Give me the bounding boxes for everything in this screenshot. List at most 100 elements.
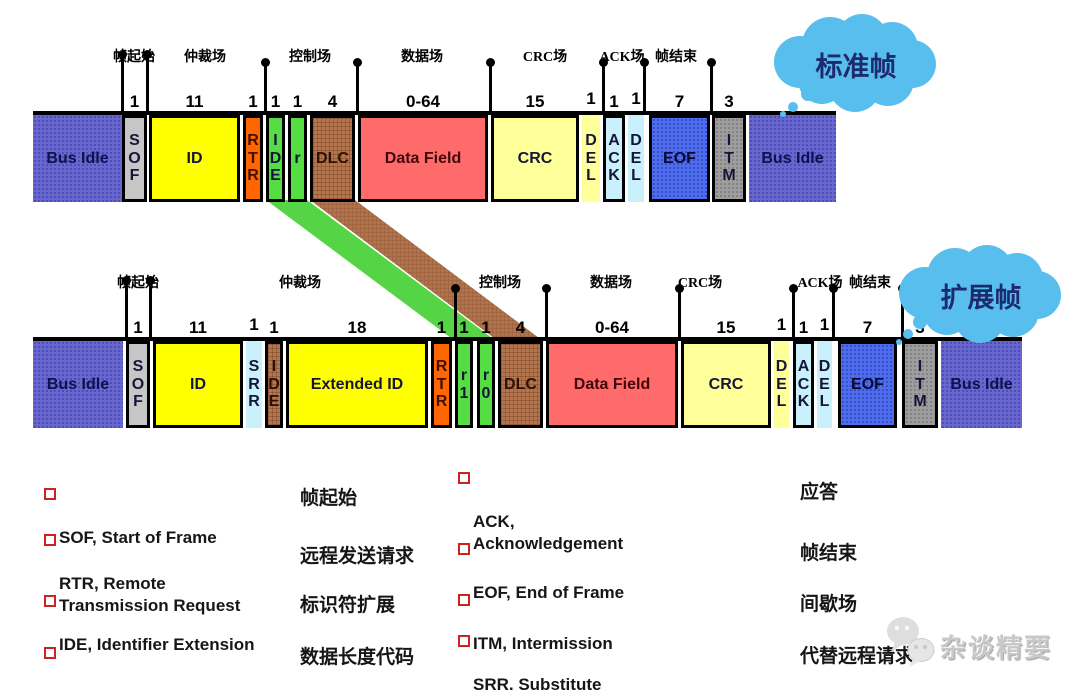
field-marker bbox=[640, 58, 649, 112]
segment-ide: 1 I D E bbox=[265, 318, 283, 428]
legend-en: SRR, Substitute Remote Request bbox=[473, 675, 602, 690]
segment-del: 1 D E L bbox=[774, 315, 789, 428]
segment-label: Data Field bbox=[384, 149, 462, 167]
bit-count: 1 bbox=[586, 89, 596, 108]
bullet-icon bbox=[44, 488, 56, 500]
field-marker bbox=[542, 284, 551, 338]
bit-count: 0-64 bbox=[405, 92, 441, 111]
segment-label: EOF bbox=[663, 149, 696, 167]
field-label: 仲裁场 bbox=[184, 50, 226, 65]
bit-count: 1 bbox=[270, 92, 281, 111]
bit-count: 0-64 bbox=[594, 318, 630, 337]
watermark-text: 杂谈精要 bbox=[940, 633, 1053, 663]
field-label: ACK场 bbox=[599, 50, 645, 65]
segment-dlc: 4 DLC bbox=[310, 92, 355, 202]
field-marker bbox=[675, 284, 684, 338]
bit-count: 1 bbox=[133, 318, 143, 337]
segment-label: D E L bbox=[775, 357, 788, 411]
legend-en: RTR, Remote Transmission Request bbox=[59, 574, 241, 615]
field-marker bbox=[143, 50, 152, 112]
segment-id: 11 ID bbox=[149, 92, 240, 202]
segment-label: D E L bbox=[818, 357, 831, 411]
legend-en: IDE, Identifier Extension bbox=[59, 635, 255, 654]
segment-sof: 1 S O F bbox=[126, 318, 150, 428]
segment-label: ID bbox=[186, 149, 203, 167]
field-marker bbox=[146, 276, 155, 338]
field-label: ACK场 bbox=[797, 276, 843, 291]
field-marker bbox=[829, 284, 838, 338]
segment-label: D E L bbox=[585, 131, 597, 185]
segment-label: I D E bbox=[268, 357, 280, 411]
standard-frame-topline bbox=[33, 111, 836, 115]
field-marker bbox=[789, 284, 798, 338]
bit-count: 1 bbox=[269, 318, 279, 337]
legend-en: EOF, End of Frame bbox=[473, 583, 625, 602]
bit-count: 18 bbox=[347, 318, 367, 337]
segment-label: r 0 bbox=[481, 366, 491, 402]
segment-del: 1 D E L bbox=[582, 89, 600, 202]
field-label: 帧起始 bbox=[113, 50, 155, 65]
segment-label: DLC bbox=[504, 375, 537, 393]
field-marker bbox=[122, 276, 131, 338]
field-label: 数据场 bbox=[590, 276, 632, 291]
extended-frame-topline bbox=[33, 337, 1022, 341]
legend-zh: 远程发送请求 bbox=[300, 546, 415, 567]
bit-count: 15 bbox=[716, 318, 736, 337]
bit-count: 7 bbox=[862, 318, 873, 337]
segment-label: I T M bbox=[913, 357, 927, 411]
segment-bus-idle-2: Bus Idle bbox=[749, 115, 836, 202]
legend-item-ide: IDE, Identifier Extension bbox=[44, 590, 339, 656]
standard-frame-cloud: 标准帧 bbox=[774, 14, 936, 117]
field-label: 数据场 bbox=[401, 50, 443, 65]
brown-band bbox=[310, 200, 543, 341]
segment-itm: 3 I T M bbox=[902, 318, 938, 428]
segment-label: R T R bbox=[247, 131, 259, 185]
green-band bbox=[266, 200, 496, 341]
segment-crc: 15 CRC bbox=[491, 92, 579, 202]
field-label: 仲裁场 bbox=[279, 276, 321, 291]
field-label: 控制场 bbox=[289, 50, 331, 65]
field-marker bbox=[451, 284, 460, 338]
legend-zh: 应答 bbox=[800, 482, 839, 503]
bit-count: 3 bbox=[724, 92, 734, 111]
extended-frame-cloud: 扩展帧 bbox=[896, 245, 1061, 345]
bit-count: 1 bbox=[609, 92, 619, 111]
segment-extended-id: 18 Extended ID bbox=[286, 318, 428, 428]
bit-count: 7 bbox=[674, 92, 685, 111]
legend-en: ITM, Intermission bbox=[473, 634, 613, 653]
bullet-icon bbox=[458, 635, 470, 647]
bullet-icon bbox=[44, 647, 56, 659]
segment-label: Data Field bbox=[573, 375, 651, 393]
field-marker bbox=[707, 58, 716, 112]
segment-bus-idle: Bus Idle bbox=[33, 115, 122, 202]
segment-r1: 1 r 1 bbox=[455, 318, 473, 428]
bit-count: 1 bbox=[129, 92, 140, 111]
segment-ide: 1 I D E bbox=[266, 92, 285, 202]
bit-count: 11 bbox=[189, 318, 207, 337]
legend-item-sof: SOF, Start of Frame bbox=[44, 483, 319, 549]
field-label: CRC场 bbox=[522, 50, 568, 65]
segment-rtr: 1 R T R bbox=[243, 92, 263, 202]
segment-r0: 1 r 0 bbox=[477, 318, 495, 428]
segment-label: D E L bbox=[630, 131, 642, 185]
segment-label: I T M bbox=[722, 131, 736, 185]
bit-count: 15 bbox=[525, 92, 545, 111]
bullet-icon bbox=[458, 472, 470, 484]
bullet-icon bbox=[458, 543, 470, 555]
bit-count: 1 bbox=[798, 318, 809, 337]
field-label: CRC场 bbox=[677, 276, 723, 291]
segment-label: Bus Idle bbox=[950, 375, 1013, 393]
segment-id: 11 ID bbox=[153, 318, 243, 428]
segment-itm: 3 I T M bbox=[712, 92, 746, 202]
legend-zh: 帧结束 bbox=[800, 543, 858, 564]
segment-eof: 7 EOF bbox=[649, 92, 710, 202]
segment-srr: 1 S R R bbox=[246, 315, 262, 428]
legend-item-srr: SRR, Substitute Remote Request bbox=[458, 630, 693, 690]
segment-label: S R R bbox=[248, 357, 260, 411]
segment-del2: 1 D E L bbox=[817, 315, 832, 428]
field-label: 控制场 bbox=[479, 276, 521, 291]
segment-label: S O F bbox=[128, 131, 141, 185]
legend-zh: 数据长度代码 bbox=[300, 647, 415, 668]
field-marker bbox=[353, 58, 362, 112]
segment-data-field: 0-64 Data Field bbox=[358, 92, 488, 202]
